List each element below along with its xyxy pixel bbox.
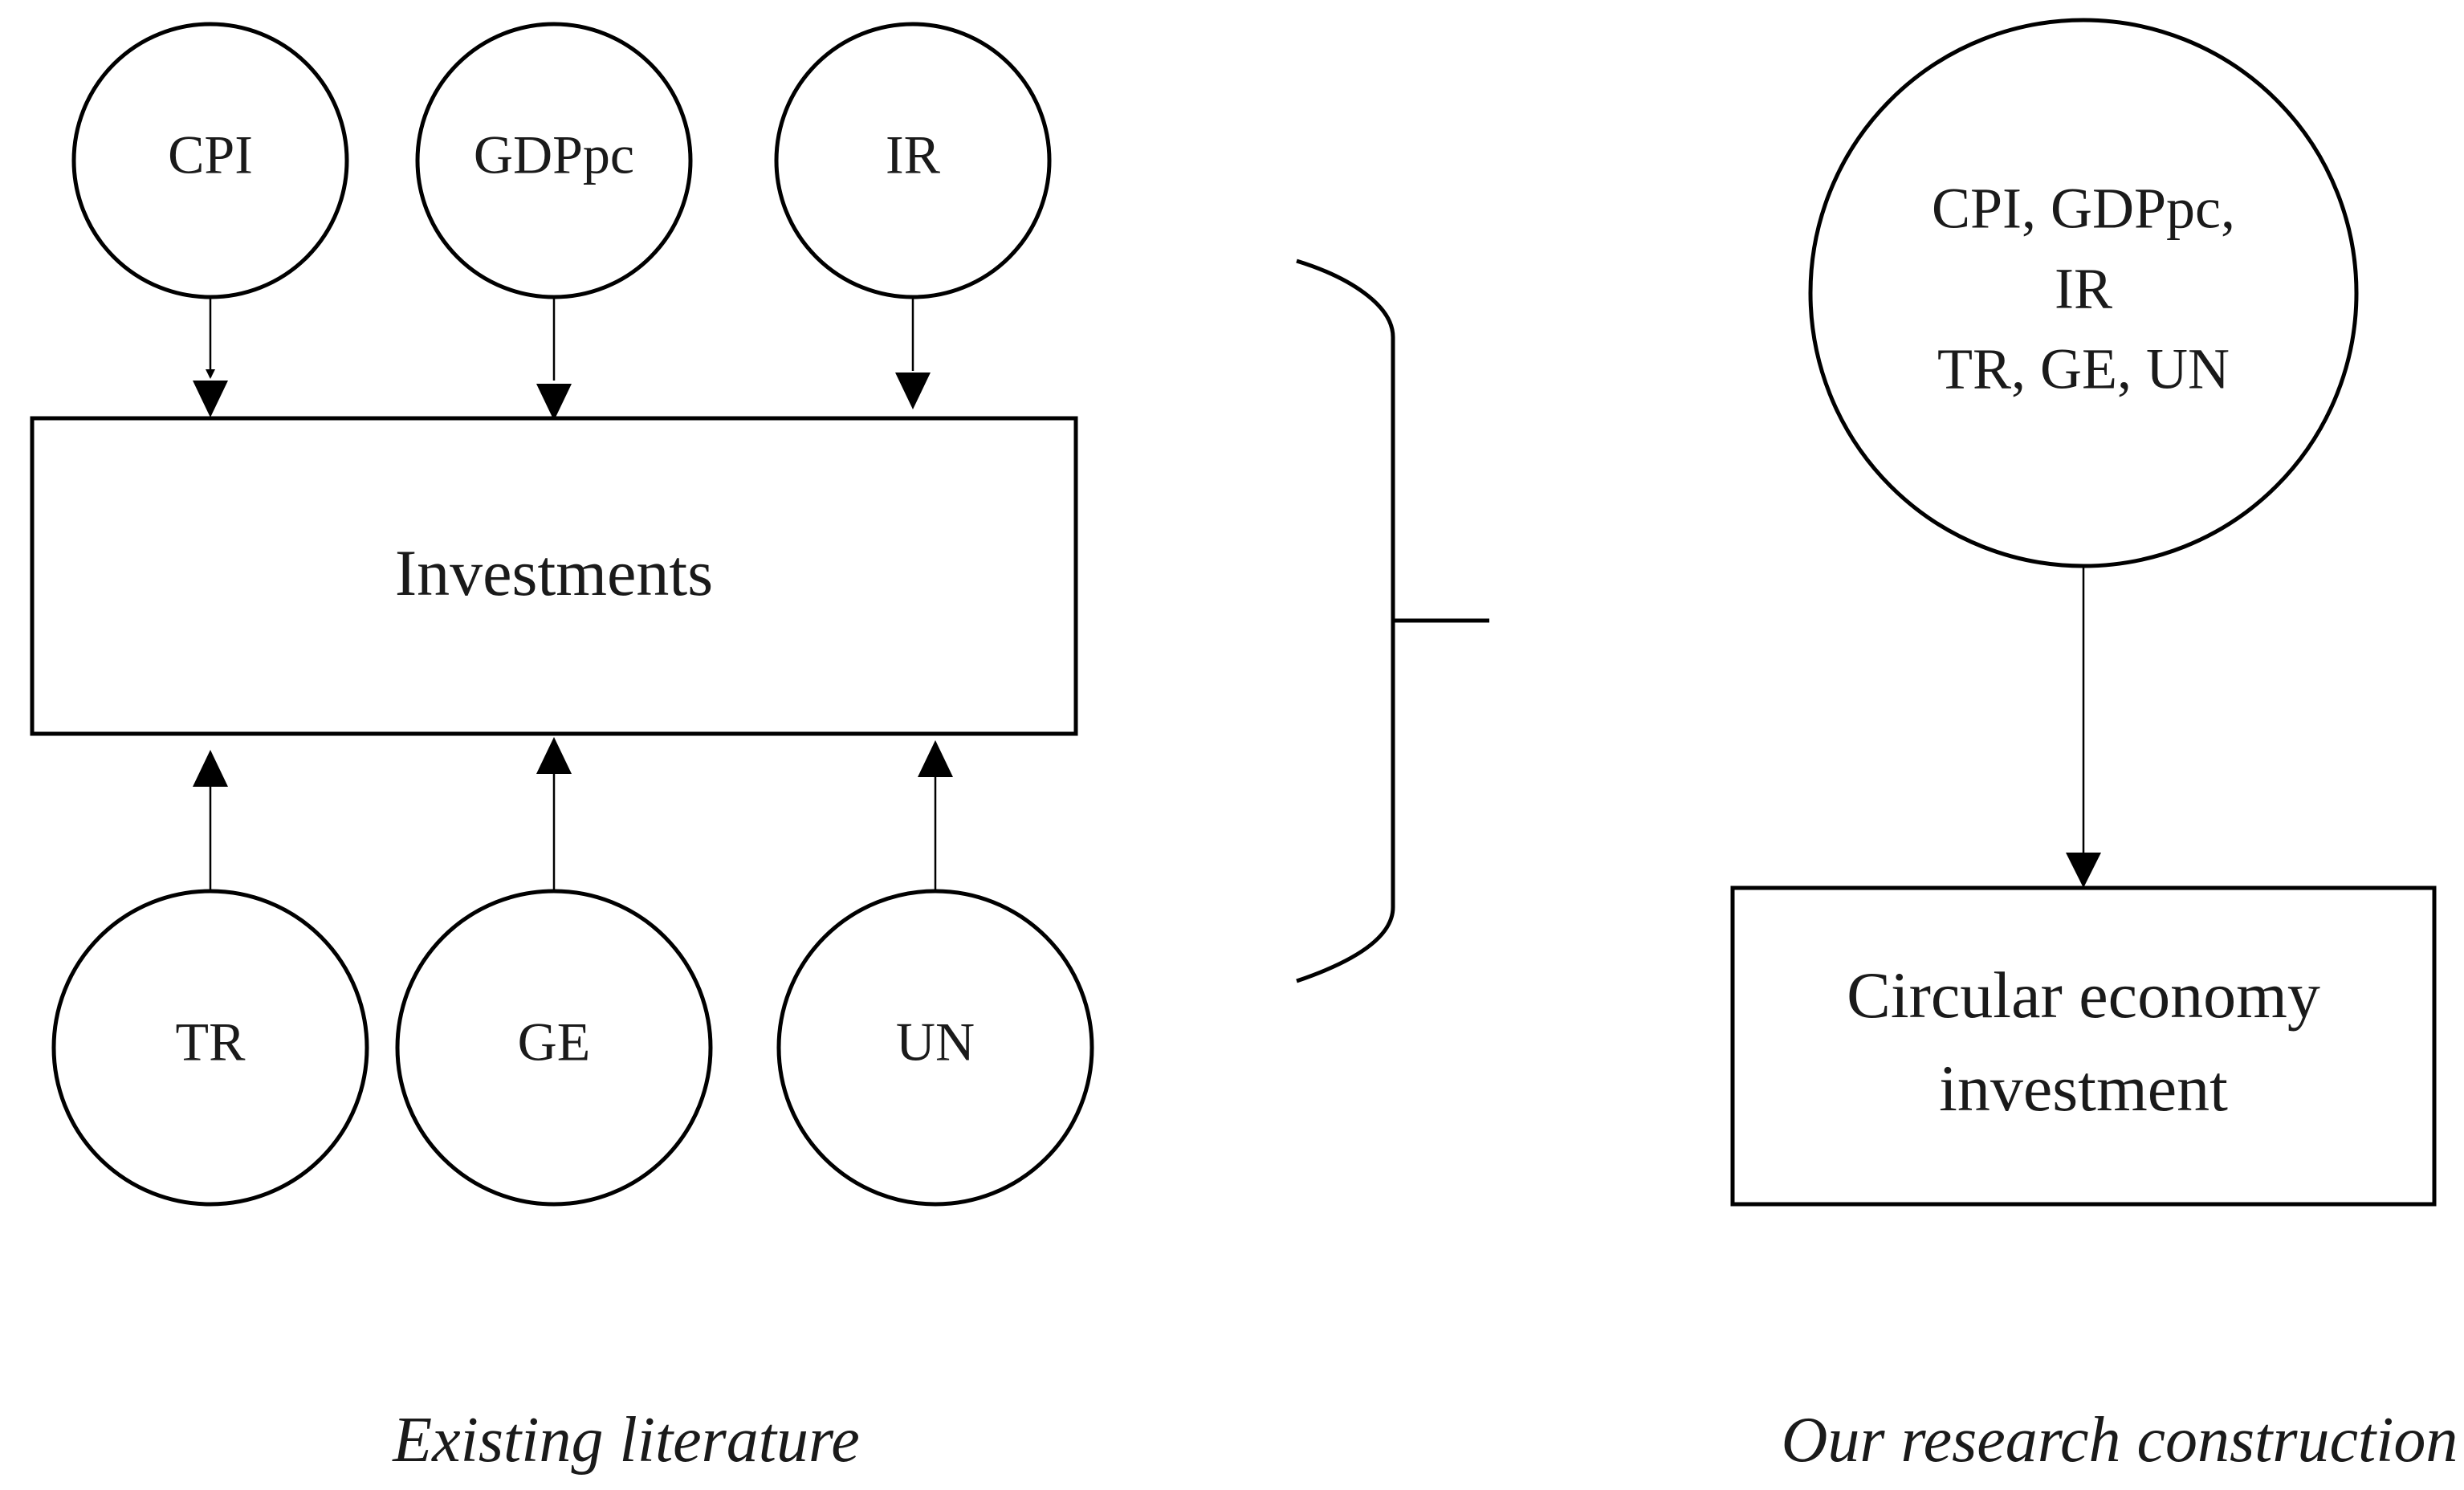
combined-label-line-2: IR [2055,257,2112,321]
arrowhead-ir [895,372,931,409]
bottom-arrows [193,737,953,891]
bottom-node-tr: TR [51,889,369,1207]
investments-label: Investments [395,536,713,609]
left-panel: CPI GDPpc IR Investments [30,22,1094,1476]
combined-arrow [2066,566,2101,888]
arrowhead-combined [2066,853,2101,888]
node-label-tr: TR [176,1012,246,1073]
bracket-curve [1296,259,1395,983]
arrowhead-un [918,740,953,777]
circular-economy-investment-box: Circular economy investment [1730,885,2437,1207]
arrowhead-cpi [193,381,228,417]
arrowhead-tr [193,750,228,787]
top-node-cpi: CPI [71,22,349,299]
investments-box: Investments [30,416,1078,736]
curly-bracket [1296,259,1489,983]
right-panel: CPI, GDPpc, IR TR, GE, UN Circular econo… [1730,18,2458,1476]
left-caption: Existing literature [392,1405,859,1476]
top-arrows [193,297,931,421]
ce-investment-line-1: Circular economy [1847,959,2320,1032]
combined-label-line-3: TR, GE, UN [1937,337,2230,401]
top-node-gdppc: GDPpc [415,22,693,299]
node-label-ir: IR [886,124,941,185]
bottom-node-un: UN [776,889,1094,1207]
top-node-ir: IR [774,22,1052,299]
combined-label-line-1: CPI, GDPpc, [1932,177,2235,241]
right-caption: Our research construction [1782,1405,2458,1476]
node-label-un: UN [896,1012,975,1073]
node-label-gdppc: GDPpc [474,124,634,185]
bottom-node-ge: GE [395,889,713,1207]
arrowhead-gdppc [536,384,572,421]
combined-factors-node: CPI, GDPpc, IR TR, GE, UN [1808,18,2359,568]
ce-investment-line-2: investment [1939,1052,2228,1125]
node-label-cpi: CPI [168,124,253,185]
arrowhead-ge [536,737,572,774]
node-label-ge: GE [518,1012,591,1073]
